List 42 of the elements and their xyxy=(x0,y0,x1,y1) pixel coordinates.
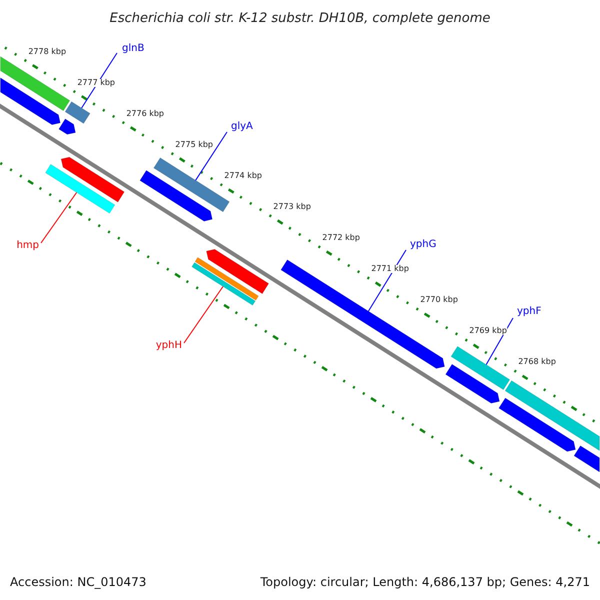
gene-feature xyxy=(192,262,256,306)
footer-text: Topology: circular; Length: 4,686,137 bp; Genes: 4,271 xyxy=(260,576,590,588)
gene-label: glnB xyxy=(122,44,144,54)
gene-feature xyxy=(574,445,600,472)
scale-label: 2773 kbp xyxy=(273,203,311,212)
footer-text: Accession: NC_010473 xyxy=(10,576,146,588)
gene-feature xyxy=(450,346,510,390)
gene-feature xyxy=(504,380,600,451)
scale-label: 2771 kbp xyxy=(371,265,409,274)
scale-label: 2775 kbp xyxy=(175,140,213,149)
gene-feature xyxy=(445,364,500,404)
leader-line xyxy=(184,286,224,344)
scale-label: 2769 kbp xyxy=(469,327,507,336)
gene-label: glyA xyxy=(231,122,253,132)
gene-feature xyxy=(64,101,90,124)
gene-feature xyxy=(45,164,116,214)
scale-label: 2774 kbp xyxy=(224,172,262,180)
gene-label: yphG xyxy=(410,240,436,250)
scale-label: 2772 kbp xyxy=(322,234,360,242)
gene-feature xyxy=(280,260,445,369)
gene-feature xyxy=(58,118,76,135)
gene-label: hmp xyxy=(16,241,39,251)
title: Escherichia coli str. K-12 substr. DH10B, complete genome xyxy=(108,12,492,25)
gene-feature xyxy=(498,398,576,452)
scale-label: 2777 kbp xyxy=(77,78,116,87)
leader-line xyxy=(486,318,514,366)
leader-line xyxy=(368,250,406,312)
scale-label: 2778 kbp xyxy=(28,48,66,56)
leader-line xyxy=(81,52,118,108)
scale-label: 2768 kbp xyxy=(518,358,556,366)
gene-feature xyxy=(60,156,125,202)
gene-feature xyxy=(140,170,213,222)
gene-feature xyxy=(194,257,259,300)
gene-feature xyxy=(0,56,70,111)
leader-line xyxy=(40,192,78,244)
leader-line xyxy=(195,132,228,181)
gene-feature xyxy=(206,249,269,294)
gene-feature xyxy=(0,78,61,126)
scale-label: 2770 kbp xyxy=(420,296,458,304)
gene-label: yphH xyxy=(156,341,182,351)
gene-label: yphF xyxy=(517,307,542,317)
scale-label: 2776 kbp xyxy=(126,110,164,118)
